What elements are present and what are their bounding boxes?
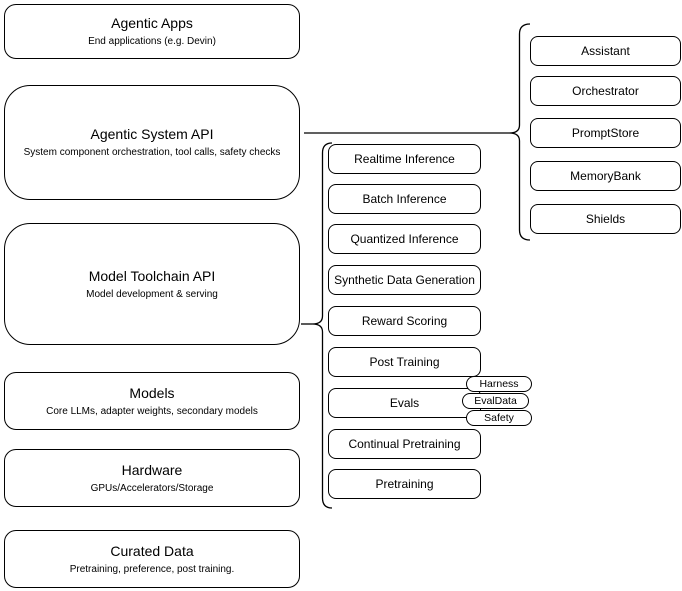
node-synthetic-data-generation: Synthetic Data Generation: [328, 265, 481, 295]
node-label: Evals: [389, 396, 420, 410]
node-subtitle: Model development & serving: [86, 288, 218, 300]
node-title: Agentic System API: [90, 126, 214, 142]
node-title: Models: [129, 384, 175, 401]
node-subtitle: System component orchestration, tool cal…: [23, 147, 281, 158]
node-agentic-system-api: Agentic System API System component orch…: [4, 85, 300, 200]
node-pretraining: Pretraining: [328, 469, 481, 499]
node-title: Agentic Apps: [111, 15, 193, 31]
node-label: Quantized Inference: [350, 232, 459, 246]
node-agentic-apps: Agentic Apps End applications (e.g. Devi…: [4, 4, 300, 59]
node-shields: Shields: [530, 204, 681, 234]
tag-safety: Safety: [466, 410, 532, 426]
node-reward-scoring: Reward Scoring: [328, 306, 481, 336]
node-quantized-inference: Quantized Inference: [328, 224, 481, 254]
node-promptstore: PromptStore: [530, 118, 681, 148]
node-title: Hardware: [121, 461, 183, 478]
tag-evaldata: EvalData: [462, 393, 529, 409]
toolchain-items-brace: [312, 142, 333, 509]
node-orchestrator: Orchestrator: [530, 76, 681, 106]
node-label: Continual Pretraining: [348, 437, 461, 451]
node-realtime-inference: Realtime Inference: [328, 144, 481, 174]
node-subtitle: Pretraining, preference, post training.: [69, 563, 235, 575]
node-continual-pretraining: Continual Pretraining: [328, 429, 481, 459]
node-title: Model Toolchain API: [88, 267, 216, 284]
tag-harness: Harness: [466, 376, 532, 392]
node-models: Models Core LLMs, adapter weights, secon…: [4, 372, 300, 430]
system-components-brace: [509, 23, 531, 241]
tag-label: EvalData: [474, 395, 517, 407]
tag-label: Safety: [484, 412, 514, 424]
node-label: Orchestrator: [572, 84, 639, 98]
node-curated-data: Curated Data Pretraining, preference, po…: [4, 530, 300, 588]
node-evals: Evals: [328, 388, 481, 418]
node-post-training: Post Training: [328, 347, 481, 377]
tag-label: Harness: [479, 378, 519, 390]
node-memorybank: MemoryBank: [530, 161, 681, 191]
node-model-toolchain-api: Model Toolchain API Model development & …: [4, 223, 300, 345]
node-subtitle: Core LLMs, adapter weights, secondary mo…: [46, 405, 258, 417]
node-label: MemoryBank: [570, 169, 641, 183]
node-subtitle: GPUs/Accelerators/Storage: [90, 482, 214, 494]
node-label: Assistant: [581, 44, 630, 58]
node-label: Post Training: [369, 355, 440, 369]
node-label: Realtime Inference: [354, 152, 455, 166]
node-hardware: Hardware GPUs/Accelerators/Storage: [4, 449, 300, 507]
node-label: Shields: [585, 212, 626, 226]
node-label: Synthetic Data Generation: [334, 273, 475, 287]
node-subtitle: End applications (e.g. Devin): [88, 36, 216, 47]
node-label: Pretraining: [375, 477, 434, 491]
node-label: Batch Inference: [362, 192, 447, 206]
node-title: Curated Data: [110, 542, 194, 559]
node-assistant: Assistant: [530, 36, 681, 66]
node-label: Reward Scoring: [361, 314, 448, 328]
node-batch-inference: Batch Inference: [328, 184, 481, 214]
node-label: PromptStore: [571, 126, 640, 140]
